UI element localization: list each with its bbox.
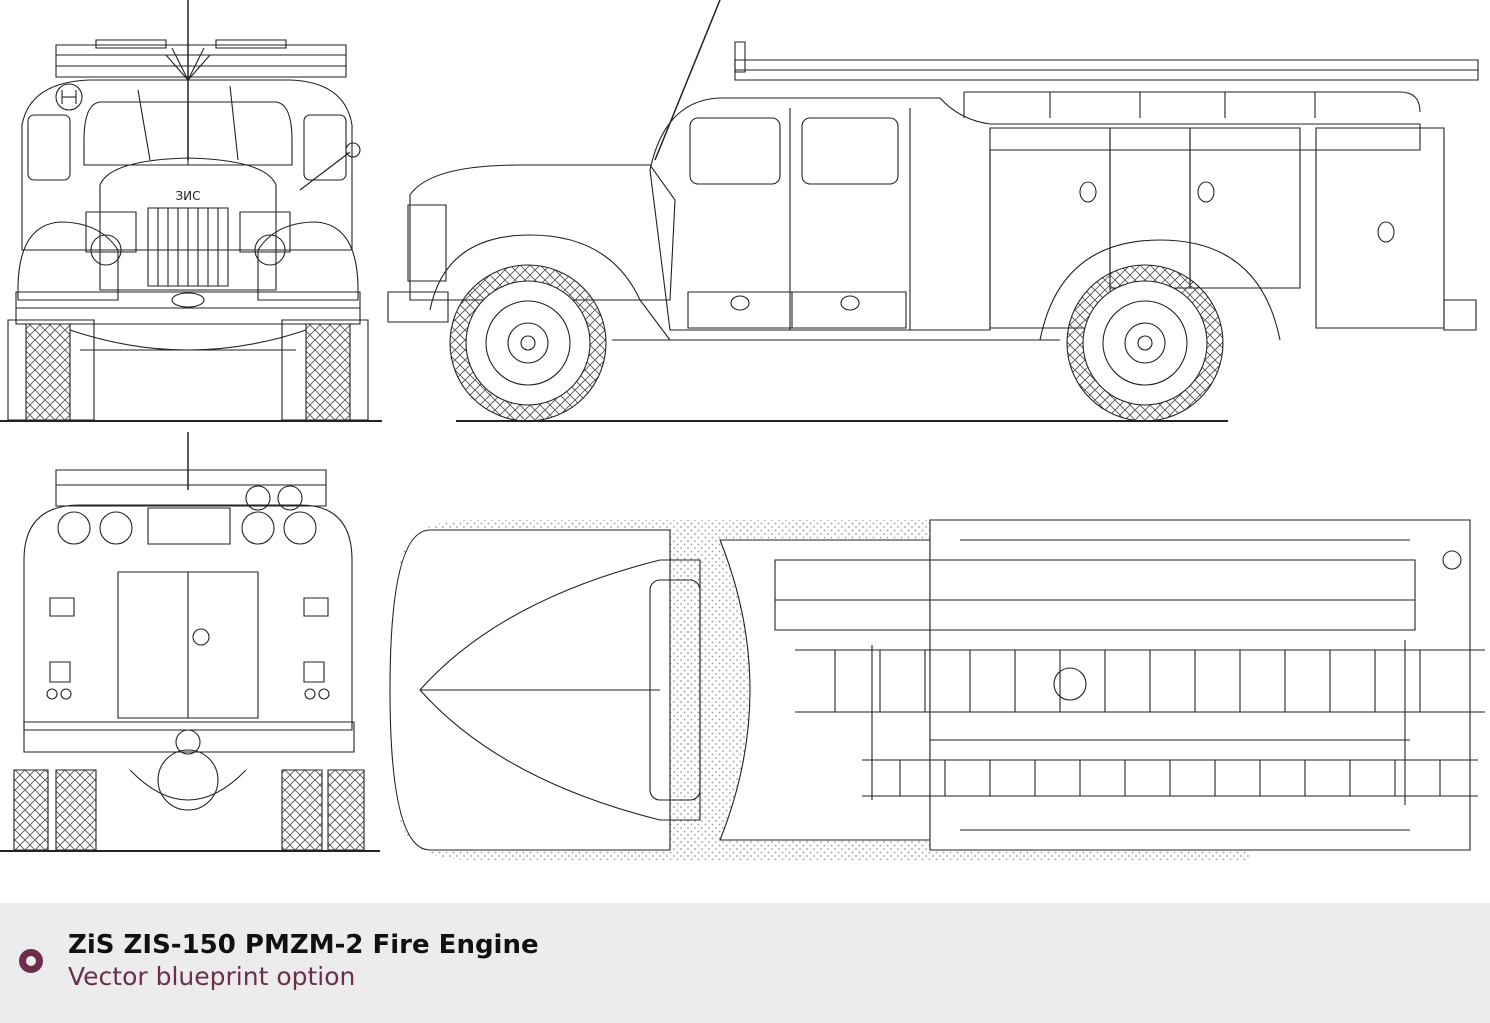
caption-subtitle: Vector blueprint option [68,962,356,991]
side-hood [410,165,675,300]
front-right-tire [306,324,350,420]
compartment-3 [1190,128,1300,288]
top-ladder-1 [795,650,1485,712]
hood-front [100,158,276,290]
left-headlight [91,235,121,265]
top-cab-roof [720,540,930,840]
top-windshield [650,580,700,800]
rear-view [0,432,380,851]
rear-tire-3 [282,770,322,850]
left-front-fender [18,222,118,300]
rear-fender [1040,240,1280,340]
front-emblem: ЗИС [175,189,200,203]
top-hose-tray [775,560,1415,630]
rear-roof-rack [56,470,326,506]
compartment-4 [1316,128,1444,328]
side-view [388,0,1478,421]
rear-light-1 [58,512,90,544]
rear-wheel [1067,265,1223,421]
caption-bar [0,903,1490,1023]
top-ladder-2 [862,760,1478,796]
rear-tire-2 [56,770,96,850]
right-front-fender [258,222,358,300]
top-body [930,520,1470,850]
side-window-front [690,118,780,184]
front-fender [430,235,670,340]
rear-bumper [24,722,354,752]
rear-light-4 [284,512,316,544]
cab-outline [22,80,352,250]
front-left-tire [26,324,70,420]
side-mirror [346,143,360,157]
caption-title: ZiS ZIS-150 PMZM-2 Fire Engine [68,930,539,960]
compartment-2 [1110,128,1190,288]
rear-tire-4 [328,770,364,850]
side-cab [650,98,1420,330]
front-view: ЗИС [0,0,382,421]
right-headlight [255,235,285,265]
side-window-rear [802,118,898,184]
rear-tire-1 [14,770,48,850]
side-ladder [735,60,1478,80]
rear-body [24,505,352,730]
rear-light-3 [242,512,274,544]
roof-ladder-rack [56,45,346,77]
ring-icon [19,949,43,973]
warning-light [56,84,82,110]
front-wheel [450,265,606,421]
blueprint-drawing: ЗИС [0,0,1490,860]
top-view [390,520,1485,860]
windshield [84,102,292,165]
rear-light-2 [100,512,132,544]
